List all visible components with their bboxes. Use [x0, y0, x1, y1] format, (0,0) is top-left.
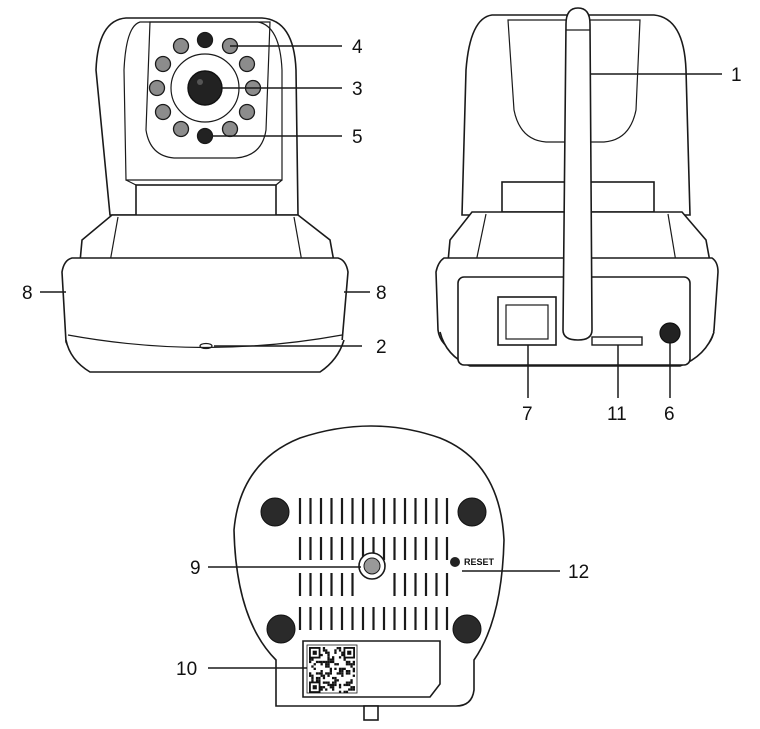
qr-code-icon: [306, 644, 358, 694]
sd-card-slot: [591, 336, 643, 346]
callout-11: 11: [607, 404, 627, 425]
lens-icon: [187, 70, 223, 106]
microphone-icon: [199, 342, 213, 350]
front-view: 4 3 5 2 8 8: [22, 17, 387, 373]
callout-4: 4: [352, 37, 363, 58]
rubber-foot: [457, 497, 487, 527]
reset-button-icon: [450, 557, 460, 567]
callout-12: 12: [568, 562, 589, 583]
callout-2: 2: [376, 337, 387, 358]
rubber-foot: [260, 497, 290, 527]
ethernet-port: [497, 296, 557, 346]
rubber-foot: [452, 614, 482, 644]
callout-9: 9: [190, 558, 201, 579]
antenna: [562, 7, 593, 341]
reset-label: RESET: [464, 557, 495, 567]
callout-5: 5: [352, 127, 363, 148]
back-view: 1 7 11 6: [435, 7, 742, 425]
bottom-view: RESET 9 10 12: [176, 425, 589, 721]
callout-8-left: 8: [22, 283, 33, 304]
vent-grille: [298, 498, 449, 630]
rubber-foot: [266, 614, 296, 644]
callout-3: 3: [352, 79, 363, 100]
callout-6: 6: [664, 404, 675, 425]
callout-8-right: 8: [376, 283, 387, 304]
callout-1: 1: [731, 65, 742, 86]
callout-10: 10: [176, 659, 197, 680]
power-jack-icon: [659, 322, 681, 344]
callout-7: 7: [522, 404, 533, 425]
ir-led-ring: [148, 31, 262, 145]
